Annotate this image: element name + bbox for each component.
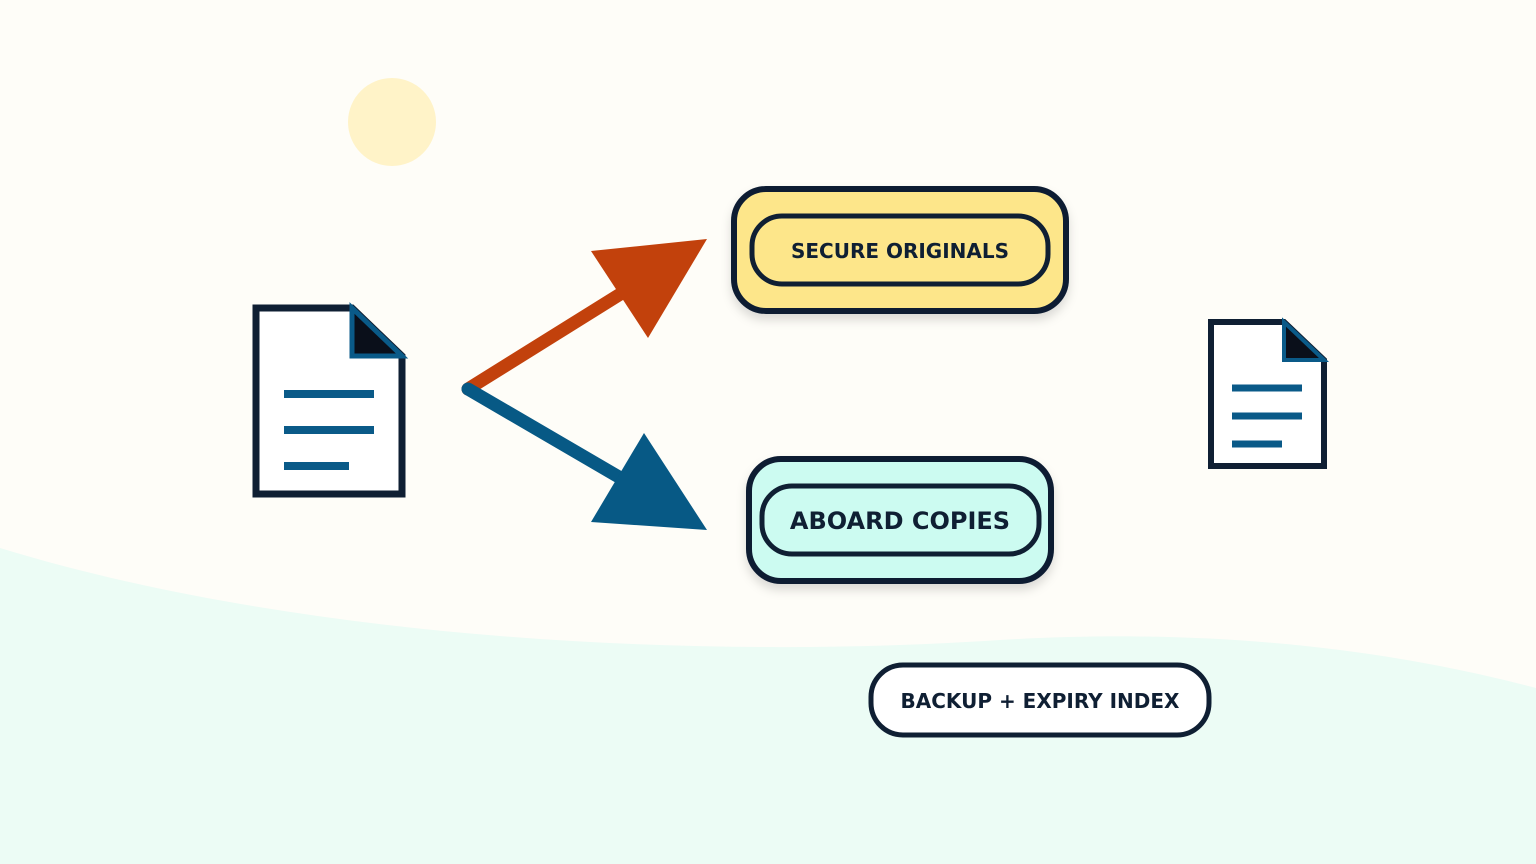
ground-wave [0, 548, 1536, 864]
secure-originals-label: SECURE ORIGINALS [791, 239, 1009, 263]
arrow-to-secure-originals [461, 239, 707, 396]
backup-expiry-index-node: BACKUP + EXPIRY INDEX [868, 662, 1212, 738]
secure-originals-node: SECURE ORIGINALS [731, 186, 1069, 314]
sun-circle [348, 78, 436, 166]
aboard-copies-node: ABOARD COPIES [746, 456, 1054, 584]
backup-expiry-index-label: BACKUP + EXPIRY INDEX [901, 689, 1181, 713]
target-document-icon [1208, 317, 1330, 469]
source-document-icon [252, 302, 409, 498]
arrow-to-aboard-copies [461, 382, 707, 530]
aboard-copies-label: ABOARD COPIES [790, 507, 1010, 535]
